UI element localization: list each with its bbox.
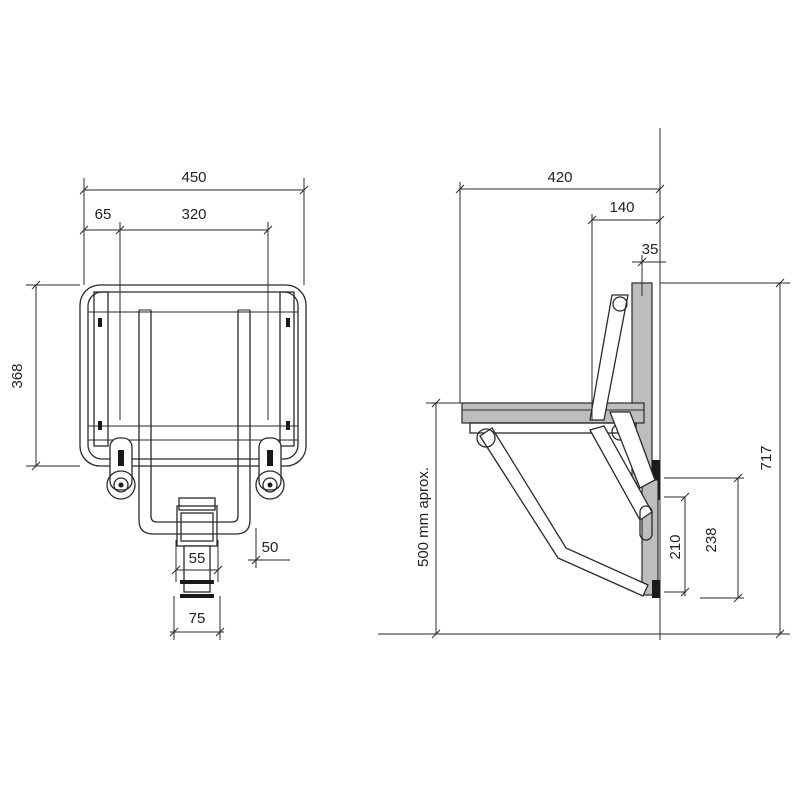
dim-500-label: 500 mm aprox.	[415, 467, 432, 567]
dim-foot-outer: 75	[169, 596, 225, 640]
dim-50-label: 50	[262, 539, 279, 556]
dim-368-label: 368	[9, 363, 26, 388]
dim-seat-height: 500 mm aprox.	[415, 398, 462, 639]
dim-450-label: 450	[181, 169, 206, 186]
support-leg-side	[476, 425, 653, 597]
left-hinge-bracket	[106, 437, 136, 500]
dim-238-label: 238	[703, 527, 720, 552]
hinge-arm-side	[589, 294, 656, 489]
dim-wall-offset: 35	[632, 241, 666, 296]
dim-arm-offset: 140	[587, 199, 665, 420]
dim-depth: 420	[455, 169, 665, 403]
dim-35-label: 35	[642, 241, 659, 258]
dim-overall-width: 450	[79, 169, 309, 285]
dim-foot-inner: 55	[171, 540, 223, 582]
dim-140-label: 140	[609, 199, 634, 216]
front-view: 450 65 320 368 5	[9, 169, 309, 640]
right-hinge-bracket	[255, 437, 285, 500]
dim-side-width: 50	[248, 528, 290, 568]
u-tube-frame	[138, 309, 251, 535]
dim-hole-spacing: 65 320	[79, 206, 273, 420]
dim-65-label: 65	[95, 206, 112, 223]
dim-total-height: 717	[660, 278, 790, 639]
dim-75-label: 75	[189, 610, 206, 627]
dim-210-label: 210	[667, 534, 684, 559]
dim-height: 368	[9, 280, 80, 471]
foot-front	[176, 497, 218, 598]
dim-55-label: 55	[189, 550, 206, 567]
dim-420-label: 420	[547, 169, 572, 186]
side-view: 420 140 35 500 mm aprox.	[378, 128, 790, 640]
dim-bracket-210: 210	[664, 492, 690, 597]
dim-320-label: 320	[181, 206, 206, 223]
dim-717-label: 717	[758, 445, 775, 470]
dim-bracket-238: 238	[664, 473, 744, 603]
